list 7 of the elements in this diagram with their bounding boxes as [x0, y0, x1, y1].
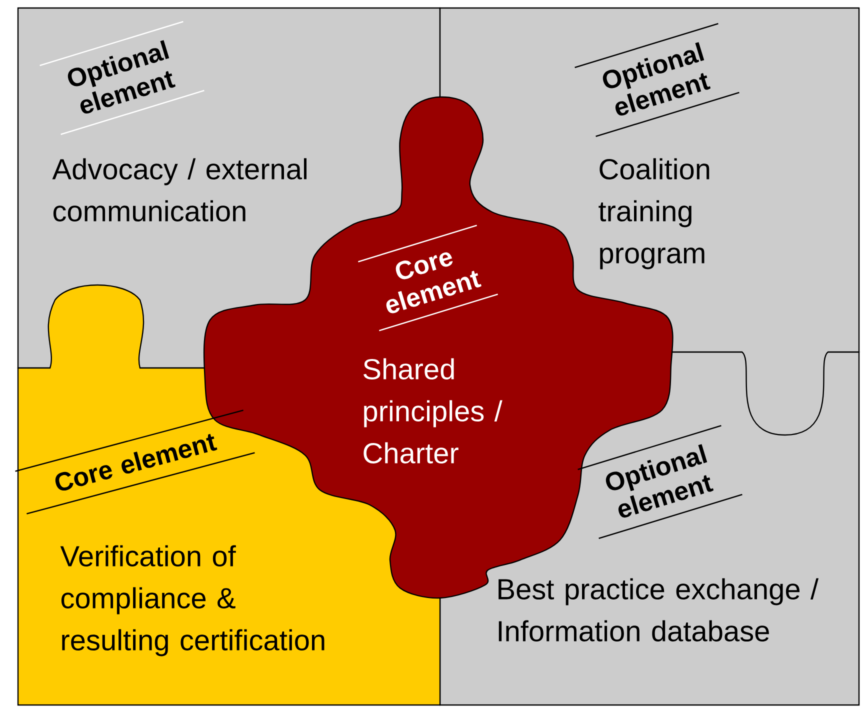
- piece-label: Verification of compliance & resulting certification: [60, 545, 324, 656]
- piece-label: Advocacy / external communication: [52, 158, 306, 222]
- piece-label: Coalition training program: [598, 158, 710, 270]
- piece-label: Best practice exchange / Information database: [498, 578, 819, 642]
- element-tag: Core element: [15, 410, 255, 514]
- element-tag: Core element: [358, 224, 498, 332]
- piece-label: Shared principles / Charter: [364, 358, 502, 464]
